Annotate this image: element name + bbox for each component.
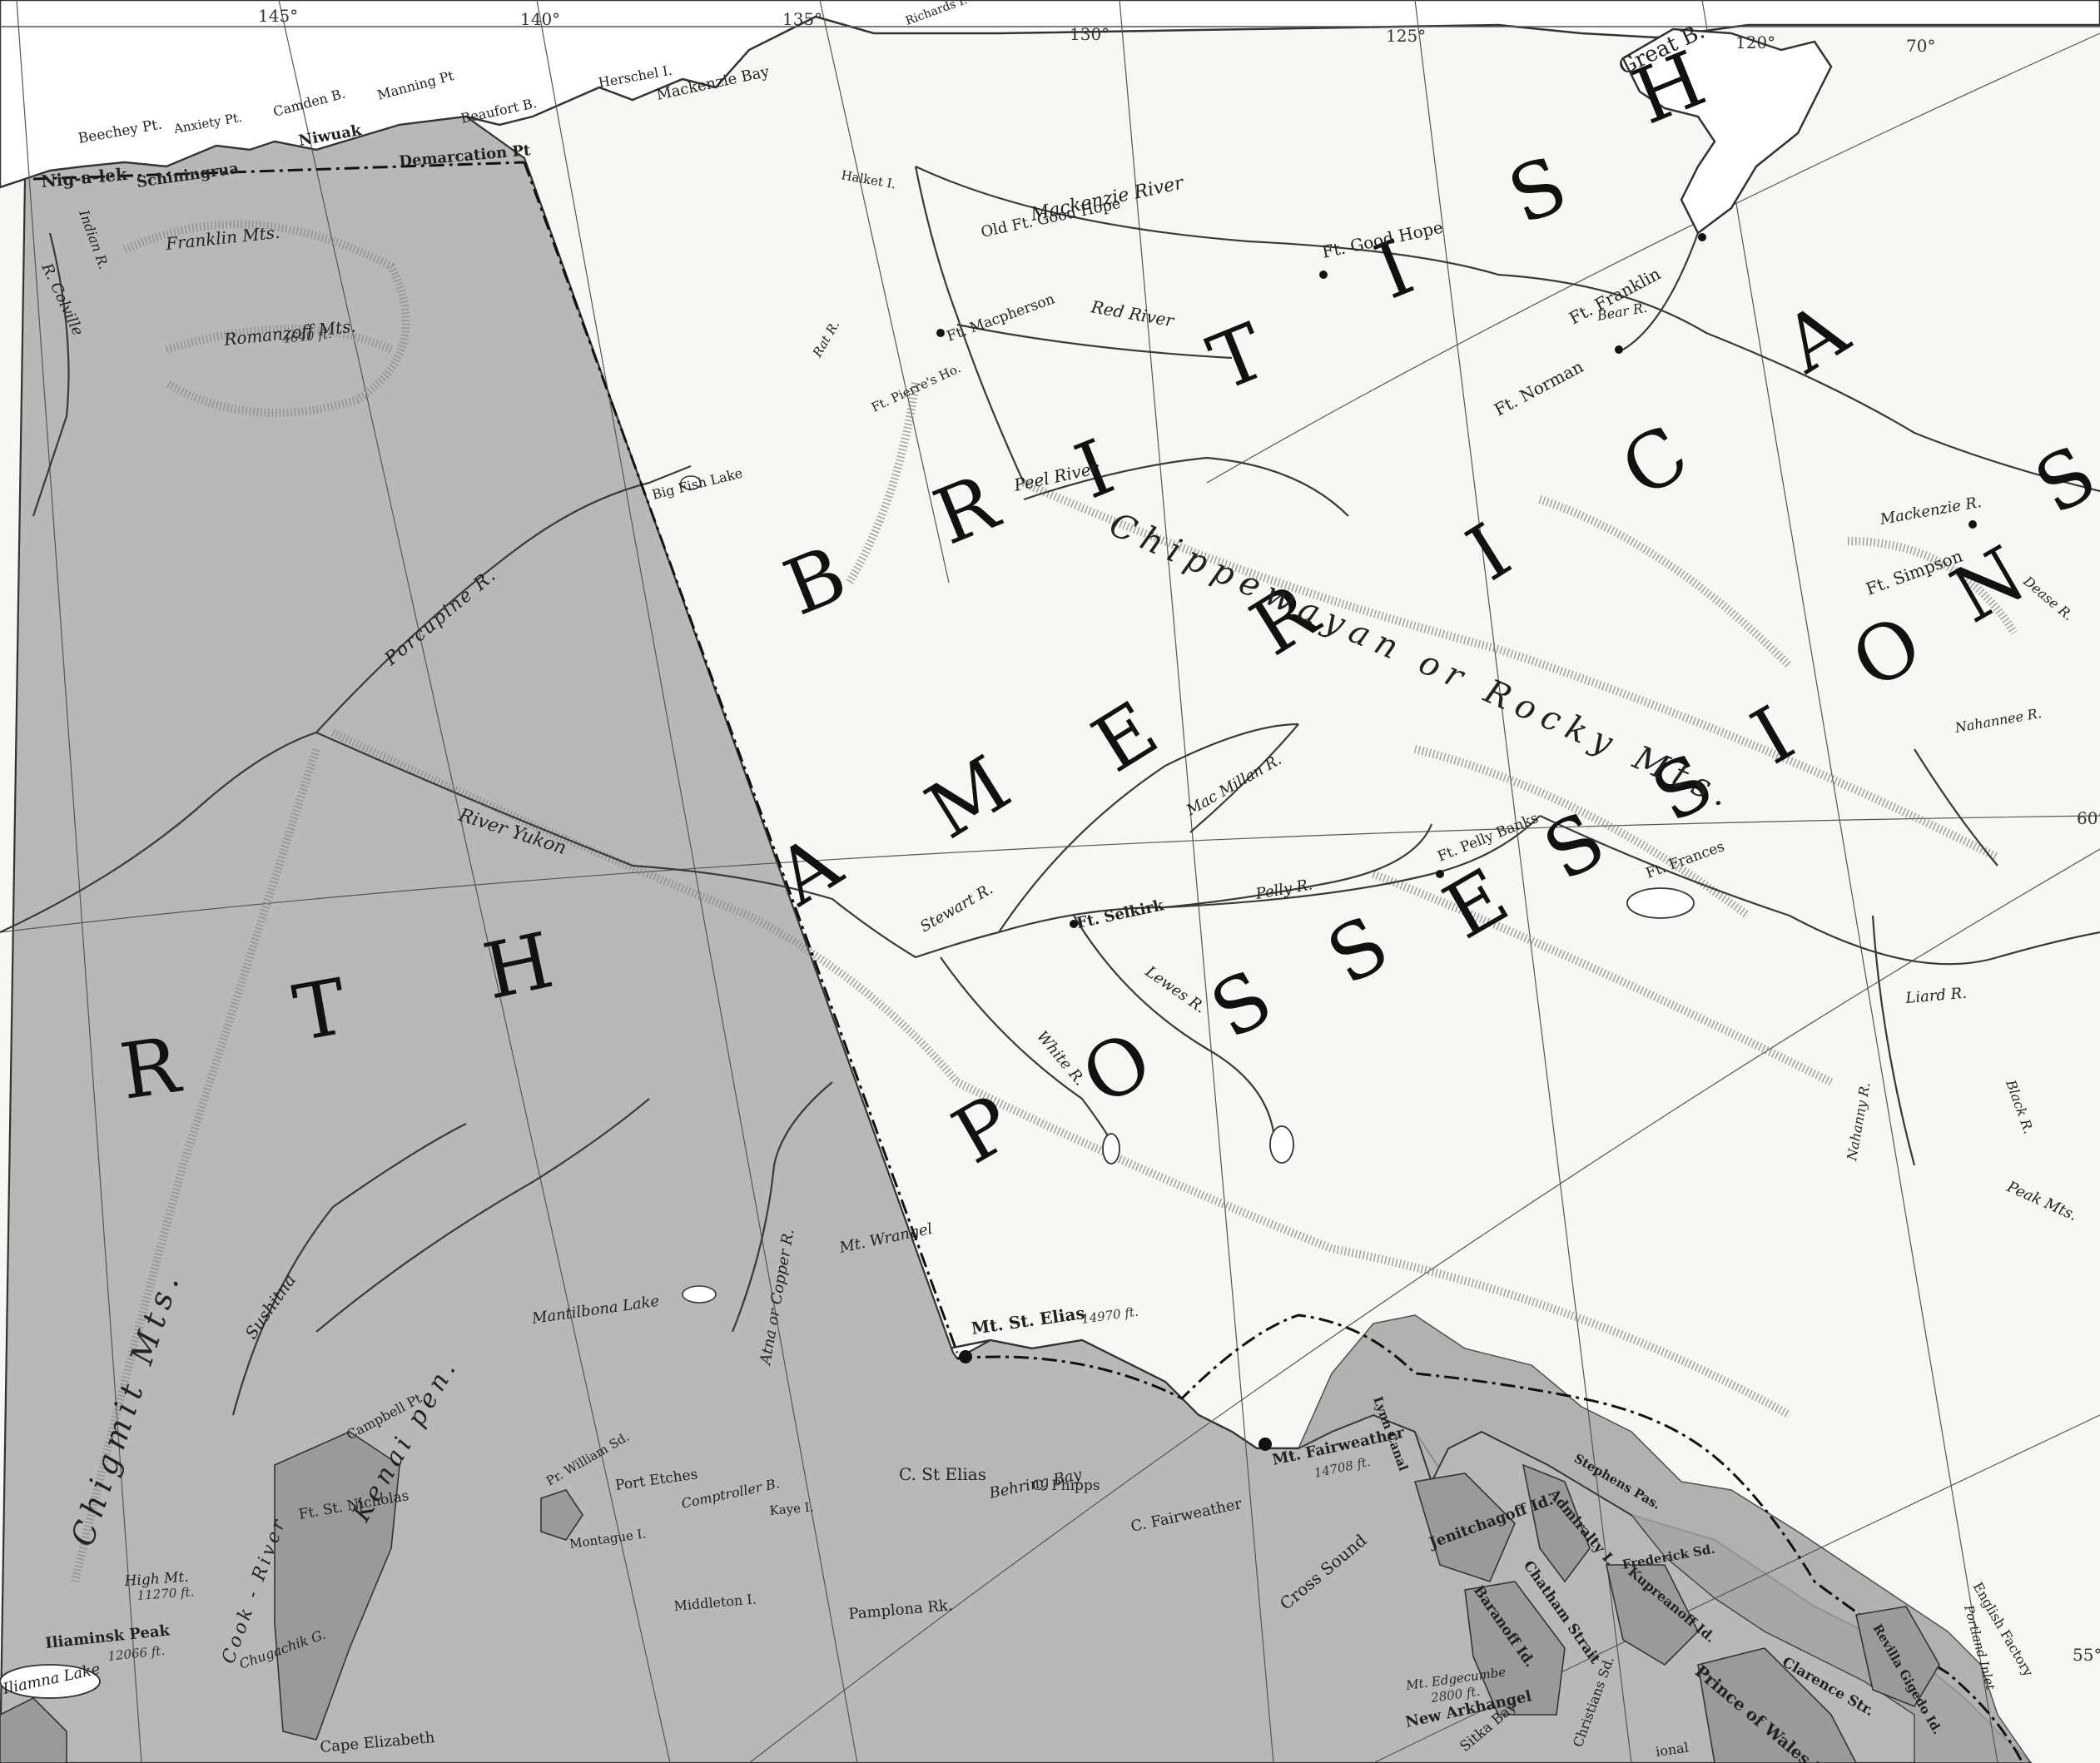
macmillan-river-line <box>1189 723 1299 833</box>
fort-macpherson-marker <box>936 329 945 337</box>
coastal-boundary-line <box>956 1314 2024 1763</box>
meridian-135 <box>819 0 950 584</box>
lon-label-140: 140° <box>520 9 560 29</box>
c-phipps-label: C. Phipps <box>1032 1477 1100 1494</box>
sushitna-river-line <box>231 1123 467 1416</box>
colville-river-line <box>32 232 70 517</box>
parallel-70 <box>1206 32 2100 484</box>
red-river-line <box>956 323 1233 360</box>
baranof-island <box>1464 1581 1566 1716</box>
franklin-mts-hachure <box>122 220 410 417</box>
lon-label-135: 135° <box>782 9 822 29</box>
parallel-60 <box>748 848 2100 1763</box>
meridian-140 <box>536 0 858 1763</box>
yukon-river-line <box>0 731 1433 959</box>
kaye-island-label: Kaye I. <box>769 1499 814 1518</box>
bear-river-line <box>1622 232 1700 350</box>
nahannee-river-line <box>1914 748 1998 867</box>
copper-river-line <box>731 1081 833 1333</box>
stewart-river-line <box>998 723 1299 933</box>
fort-franklin-marker <box>1698 233 1706 241</box>
lewes-lake <box>1269 1125 1294 1164</box>
mackenzie-delta-line <box>914 166 1025 484</box>
lon-label-120: 120° <box>1735 32 1775 52</box>
interior-hachure <box>1372 870 1834 1086</box>
liard-river-line <box>1539 815 2100 966</box>
lat-label-55: 55° <box>2073 1645 2100 1665</box>
nahanny-river-line <box>1871 915 1916 1166</box>
c-st-elias-label: C. St Elias <box>899 1464 986 1484</box>
st-elias-marker <box>959 1350 972 1363</box>
fort-selkirk-marker <box>1070 920 1078 928</box>
porcupine-river-line <box>315 464 692 733</box>
lat-label-70: 70° <box>1906 36 1935 56</box>
big-fish-lake <box>680 475 702 490</box>
lat-label-60: 60° <box>2077 808 2100 828</box>
kodiak-shore <box>0 1697 67 1763</box>
fort-norman-marker <box>1615 345 1623 354</box>
coast-range-hachure <box>955 1078 1792 1419</box>
admiralty-island <box>1522 1463 1591 1583</box>
british-lettering: B R I T I S H <box>772 34 1716 633</box>
montague-island <box>540 1489 583 1541</box>
fort-pelly-banks-marker <box>1436 870 1444 878</box>
fort-simpson-marker <box>1968 520 1977 529</box>
meridian-left <box>16 0 142 1763</box>
kenai-peninsula <box>274 1431 400 1741</box>
fairweather-marker <box>1259 1438 1272 1451</box>
mantilbona-lake <box>682 1285 717 1304</box>
lon-label-130: 130° <box>1070 24 1110 44</box>
fort-good-hope-marker <box>1319 271 1328 279</box>
meridian-130 <box>1119 0 1274 1763</box>
chippewayan-mts-hachure <box>1021 479 2000 862</box>
meridian-120 <box>1701 0 1998 1763</box>
peel-river-line <box>1023 456 1349 517</box>
kupreanof-island <box>1606 1564 1699 1666</box>
mackenzie-river-line <box>915 166 2100 493</box>
high-mt-height-label: 11270 ft. <box>137 1584 195 1603</box>
lewes-river-line <box>1073 915 1275 1133</box>
demarcation-line <box>32 161 525 181</box>
revilla-gigedo-island <box>1855 1606 1940 1707</box>
white-lake <box>1102 1133 1120 1165</box>
parallel-55 <box>1373 1414 2100 1763</box>
iliamna-lake <box>0 1664 101 1699</box>
coastal-strip <box>1297 1314 2032 1763</box>
interior-river-line <box>315 1098 650 1333</box>
fort-frances-lake <box>1626 887 1695 919</box>
boundary-line <box>523 161 959 1353</box>
pelly-river-line <box>1164 815 1541 909</box>
great-bear-lake <box>1621 27 1833 235</box>
fort-markers <box>936 233 1977 1451</box>
white-river-line <box>940 956 1116 1150</box>
prince-of-wales-island <box>1697 1647 1857 1763</box>
romanzoff-mts-hachure <box>165 325 394 354</box>
simpson-hachure <box>1847 537 2018 635</box>
meridian-125 <box>1414 0 1632 1763</box>
chichagof-island <box>1413 1472 1516 1582</box>
interior-hachure-2 <box>1413 745 1750 920</box>
chigmit-mts-hachure <box>71 747 320 1583</box>
lon-label-125: 125° <box>1386 26 1426 46</box>
lon-label-145: 145° <box>258 6 298 26</box>
meridian-145 <box>278 0 671 1763</box>
